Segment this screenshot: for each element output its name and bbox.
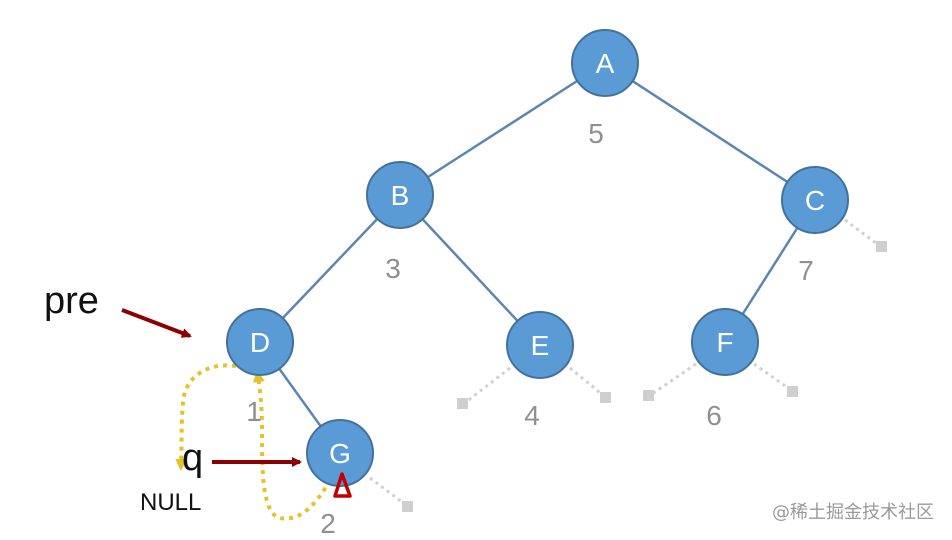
pre-pointer-label: pre — [44, 280, 99, 322]
pre-pointer: pre — [44, 280, 192, 338]
null-link-e-left — [465, 366, 511, 404]
watermark: @稀土掘金技术社区 — [772, 502, 934, 523]
edge-a-b — [399, 61, 606, 197]
node-g-label: G — [329, 438, 351, 469]
null-marker-g-right — [402, 501, 413, 512]
null-link-f-left — [651, 362, 697, 396]
null-marker-c-right — [876, 241, 887, 252]
node-a: A — [571, 29, 639, 97]
thread-d-to-null — [175, 363, 237, 471]
order-d: 1 — [246, 396, 262, 427]
node-d: D — [226, 308, 294, 376]
null-link-c-right — [844, 218, 881, 248]
traversal-order-labels: 5 3 7 1 4 6 2 — [246, 118, 814, 539]
node-b-label: B — [391, 180, 410, 211]
null-link-e-right — [569, 366, 605, 398]
order-b: 3 — [385, 253, 401, 284]
node-c: C — [781, 166, 849, 234]
pre-pointer-arrow — [121, 308, 192, 338]
node-d-label: D — [250, 327, 270, 358]
null-marker-f-left — [643, 390, 654, 401]
null-link-f-right — [753, 362, 792, 392]
node-f: F — [691, 308, 759, 376]
node-e: E — [506, 311, 574, 379]
node-e-label: E — [531, 330, 550, 361]
thread-links — [175, 363, 332, 521]
node-c-label: C — [805, 185, 825, 216]
order-g: 2 — [320, 508, 336, 539]
node-g: G — [306, 419, 374, 487]
null-marker-e-right — [600, 392, 611, 403]
q-pointer: q NULL — [140, 437, 302, 516]
null-label: NULL — [140, 489, 201, 516]
order-a: 5 — [588, 118, 604, 149]
tree-nodes: A B C D E F G — [226, 29, 849, 487]
null-links — [369, 218, 887, 512]
node-a-label: A — [596, 48, 615, 79]
null-link-g-right — [369, 476, 407, 507]
q-pointer-label: q — [182, 437, 203, 479]
edge-b-e — [399, 194, 541, 346]
edge-a-c — [604, 61, 816, 202]
current-node-marker — [333, 472, 352, 498]
null-marker-f-right — [787, 386, 798, 397]
thread-g-to-d — [252, 370, 332, 521]
order-e: 4 — [524, 400, 540, 431]
order-c: 7 — [798, 255, 814, 286]
null-marker-e-left — [457, 398, 468, 409]
node-b: B — [366, 161, 434, 229]
order-f: 6 — [706, 400, 722, 431]
node-f-label: F — [716, 327, 733, 358]
tree-edges — [258, 61, 817, 454]
